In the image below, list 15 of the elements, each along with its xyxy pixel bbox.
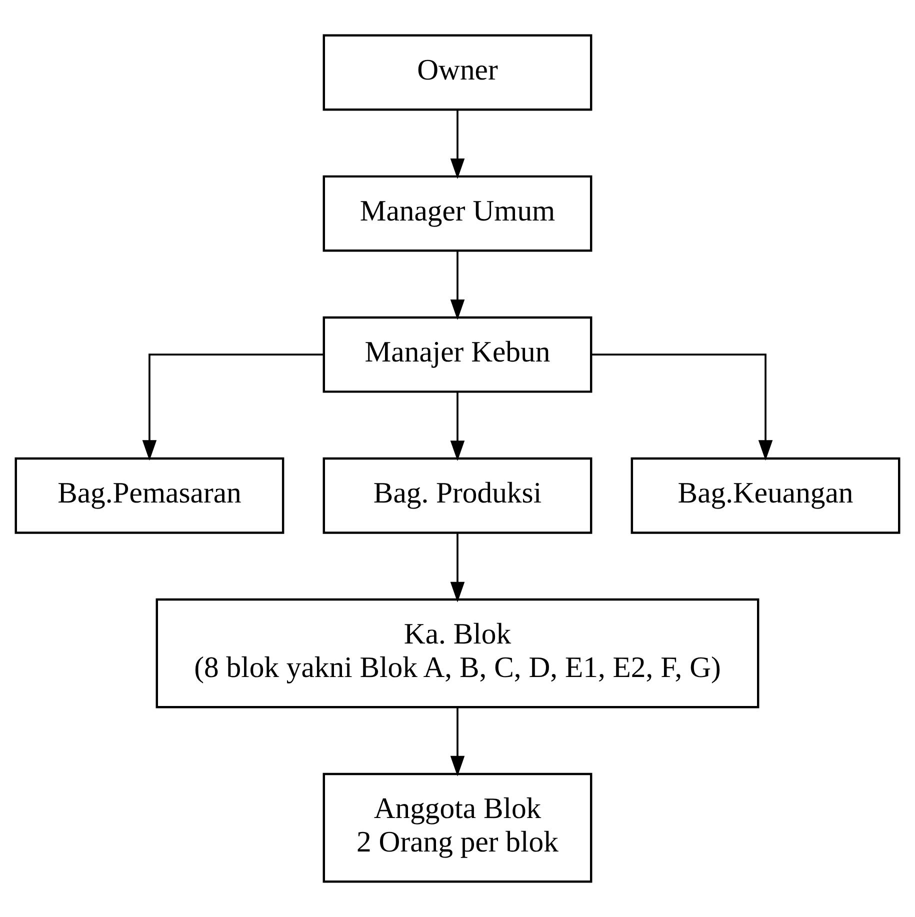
- node-box: Bag. Produksi: [322, 457, 592, 534]
- arrow: [592, 354, 773, 461]
- arrow: [450, 392, 465, 462]
- node-box: Anggota Blok 2 Orang per blok: [322, 772, 592, 883]
- arrow: [450, 251, 465, 320]
- node-box: Manager Umum: [322, 175, 592, 252]
- arrow: [142, 354, 324, 461]
- node-box: Manajer Kebun: [322, 316, 592, 393]
- arrow: [450, 532, 465, 602]
- node-box: Owner: [322, 34, 592, 111]
- arrow: [450, 708, 465, 776]
- node-box: Bag.Keuangan: [630, 457, 900, 534]
- arrow: [450, 110, 465, 179]
- node-box: Bag.Pemasaran: [14, 457, 284, 534]
- node-box: Ka. Blok (8 blok yakni Blok A, B, C, D, E1, E2, F, G): [156, 598, 760, 708]
